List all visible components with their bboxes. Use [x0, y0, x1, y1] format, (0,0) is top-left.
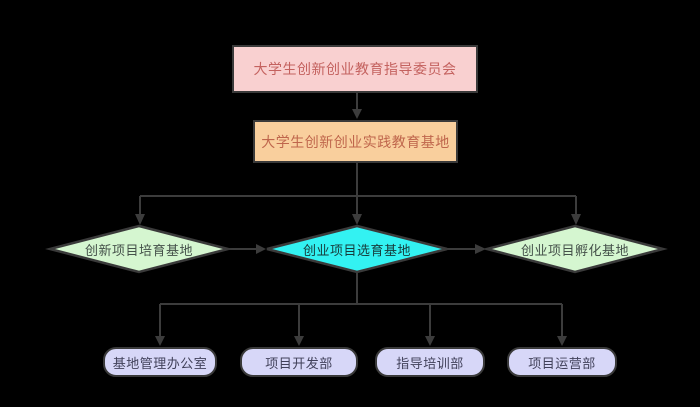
arrowhead-down-icon: [155, 336, 165, 346]
node-dev-dept-label: 项目开发部: [265, 356, 333, 372]
arrowhead-right-icon: [475, 244, 486, 254]
node-incubate-base: 创业项目孵化基地: [487, 226, 663, 272]
edge-base-to-diamonds: [139, 163, 577, 216]
node-practice-base: 大学生创新创业实践教育基地: [253, 120, 458, 163]
arrowhead-down-icon: [135, 214, 145, 225]
arrowhead-down-icon: [294, 336, 304, 346]
node-operations-dept-label: 项目运营部: [528, 356, 596, 372]
node-cultivate-base-label: 创新项目培育基地: [84, 243, 193, 259]
node-committee: 大学生创新创业教育指导委员会: [232, 45, 478, 93]
node-dev-dept: 项目开发部: [240, 347, 358, 377]
edge-select-to-departments: [159, 272, 563, 337]
node-select-base-label: 创业项目选育基地: [302, 243, 411, 259]
node-operations-dept: 项目运营部: [507, 347, 617, 377]
arrowhead-down-icon: [352, 214, 362, 225]
node-incubate-base-diamond: [482, 224, 668, 274]
arrowhead-down-icon: [571, 214, 581, 225]
arrowhead-down-icon: [557, 336, 567, 346]
node-select-base-diamond: [266, 224, 448, 274]
node-admin-office: 基地管理办公室: [103, 347, 217, 377]
node-incubate-base-label: 创业项目孵化基地: [520, 243, 629, 259]
node-select-base: 创业项目选育基地: [267, 226, 447, 272]
node-committee-label: 大学生创新创业教育指导委员会: [253, 62, 457, 78]
arrowhead-down-icon: [425, 336, 435, 346]
node-training-dept-label: 指导培训部: [396, 356, 464, 372]
node-admin-office-label: 基地管理办公室: [112, 356, 208, 372]
node-cultivate-base-diamond: [45, 224, 233, 274]
arrowhead-right-icon: [256, 244, 266, 254]
arrowhead-down-icon: [352, 109, 362, 119]
node-cultivate-base: 创新项目培育基地: [49, 226, 229, 272]
node-practice-base-label: 大学生创新创业实践教育基地: [261, 134, 450, 151]
node-training-dept: 指导培训部: [375, 347, 485, 377]
